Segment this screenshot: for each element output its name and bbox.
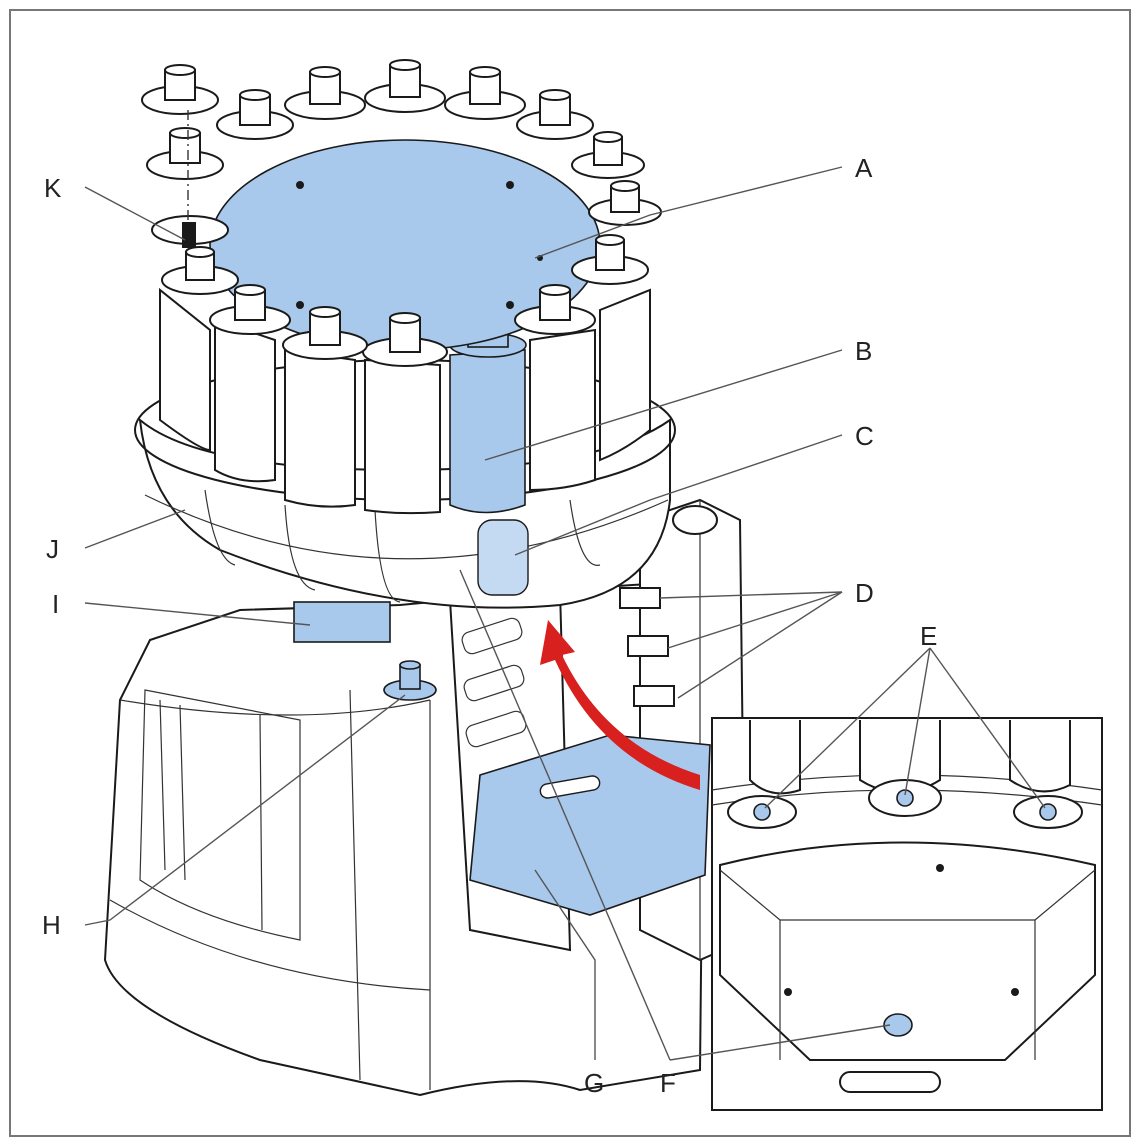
- leader-k: [84, 186, 186, 241]
- vial-cap: [516, 89, 594, 140]
- leader-h: [84, 694, 406, 926]
- vial-cap: [284, 66, 366, 120]
- vial-cap: [282, 306, 368, 360]
- connectors-d: [619, 587, 675, 707]
- label-k: K: [44, 173, 62, 203]
- leader-i: [84, 602, 311, 626]
- vial-caps: [141, 59, 662, 367]
- leader-a: [534, 166, 843, 259]
- inset-detail: [711, 717, 1103, 1111]
- label-a: A: [855, 153, 873, 183]
- column-cap: [672, 505, 718, 535]
- connector-3: [633, 685, 675, 707]
- leader-f2: [459, 569, 671, 1061]
- label-i: I: [52, 589, 59, 619]
- label-c: C: [855, 421, 874, 451]
- label-j: J: [46, 534, 59, 564]
- vial-b: [449, 317, 527, 514]
- leader-c: [514, 434, 843, 556]
- vial-cap-removed: [141, 64, 219, 115]
- leader-d3: [677, 591, 843, 699]
- figure-frame: [9, 9, 1131, 1137]
- leader-d1: [659, 591, 843, 599]
- vial-cap: [571, 131, 645, 179]
- module-i: [293, 601, 391, 643]
- vial-cap: [146, 127, 224, 180]
- vial-cap: [588, 180, 662, 226]
- leader-j: [84, 509, 186, 549]
- leader-g: [534, 869, 596, 1060]
- label-g: G: [584, 1068, 604, 1098]
- leader-e3: [929, 647, 1046, 809]
- label-h: H: [42, 910, 61, 940]
- open-position-k: [151, 110, 229, 248]
- vial-cap: [216, 89, 294, 140]
- label-f: F: [660, 1068, 676, 1098]
- inset-knob: [883, 1013, 913, 1037]
- connector-2: [627, 635, 669, 657]
- vial-cap: [209, 284, 291, 335]
- label-d: D: [855, 578, 874, 608]
- label-b: B: [855, 336, 872, 366]
- red-arrow: [540, 620, 700, 790]
- connector-1: [619, 587, 661, 609]
- label-e: E: [920, 621, 937, 651]
- leader-e2: [904, 647, 931, 796]
- vial-cap: [444, 66, 526, 120]
- vial-bottom-c: [477, 519, 529, 596]
- knob-h: [383, 660, 437, 701]
- vial-cap: [571, 234, 649, 285]
- leader-e1: [764, 647, 931, 809]
- vial-cap: [364, 59, 446, 113]
- vial-tubes: [159, 287, 651, 515]
- leader-d2: [667, 591, 843, 649]
- vial-cap: [514, 284, 596, 335]
- leader-b: [484, 349, 843, 461]
- vial-cap: [161, 246, 239, 295]
- leader-lines: [84, 166, 1046, 1061]
- leader-f1: [669, 1024, 891, 1061]
